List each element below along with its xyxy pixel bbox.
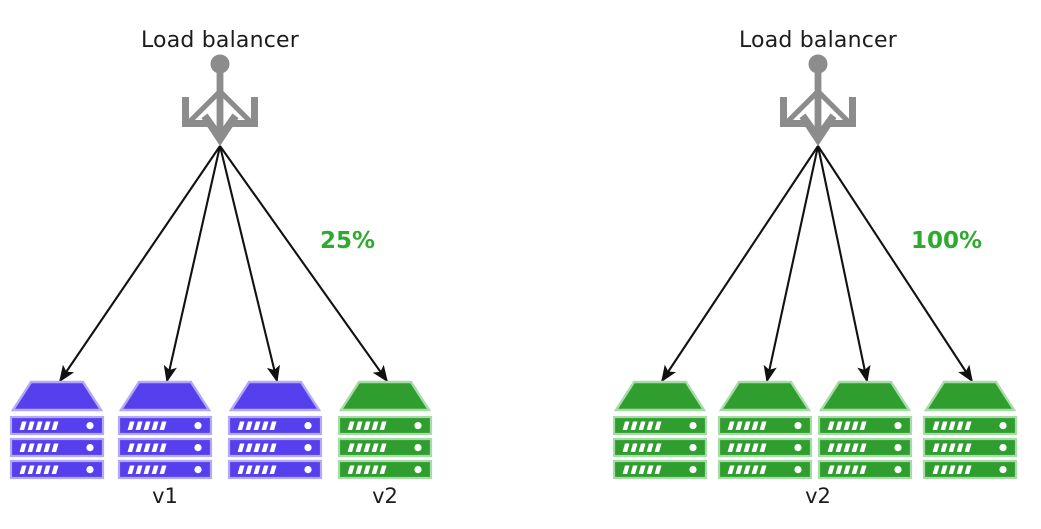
server-stack-v2-r1: [612, 380, 708, 480]
load-balancer-split-arrows-icon-right: [780, 54, 856, 146]
version-label-v2-right: v2: [805, 484, 831, 508]
server-stack-v2-r4: [922, 380, 1018, 480]
right-panel-graphics: [661, 54, 973, 383]
traffic-arrows-right: [661, 145, 973, 383]
traffic-percent-right: 100%: [911, 228, 983, 254]
left-panel-graphics: [59, 54, 388, 383]
panel-right-after-shift: Load balancer: [521, 0, 1041, 529]
version-label-v1: v1: [152, 484, 178, 508]
traffic-arrows-left: [59, 145, 388, 383]
load-balancer-split-arrows-icon-left: [182, 54, 258, 146]
load-balancer-label-left: Load balancer: [140, 28, 300, 53]
version-label-v2-left: v2: [372, 484, 398, 508]
server-stack-v2-r2: [717, 380, 813, 480]
server-stack-v1-1: [9, 380, 105, 480]
panel-left-before-shift: Load balancer: [0, 0, 520, 529]
server-stack-v2-4: [337, 380, 433, 480]
load-balancer-label-right: Load balancer: [738, 28, 898, 53]
server-stack-v1-2: [117, 380, 213, 480]
server-stack-v1-3: [227, 380, 323, 480]
server-stack-v2-r3: [817, 380, 913, 480]
traffic-percent-left: 25%: [320, 228, 376, 254]
